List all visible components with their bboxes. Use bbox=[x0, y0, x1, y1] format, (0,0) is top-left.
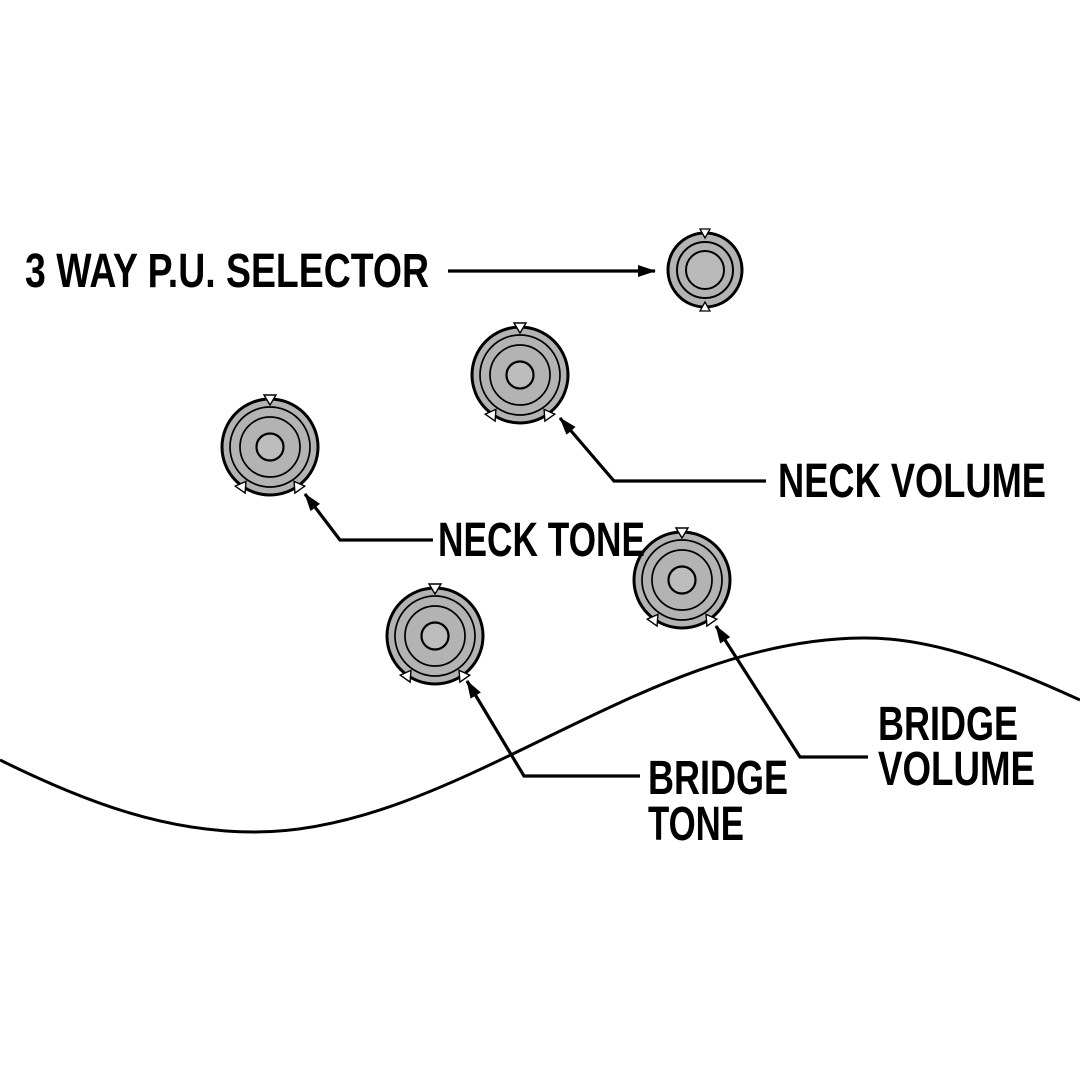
bridge-volume-knob bbox=[632, 526, 732, 630]
neck-volume-knob bbox=[470, 321, 570, 425]
bridge-volume-callout-arrow bbox=[714, 625, 868, 759]
bridge-tone-callout-arrow bbox=[465, 680, 640, 778]
selector-label: 3 WAY P.U. SELECTOR bbox=[25, 245, 429, 298]
neck-tone-label: NECK TONE bbox=[438, 514, 645, 567]
neck-volume-callout-arrow bbox=[558, 416, 766, 483]
bridge-volume-label-line1: BRIDGE bbox=[878, 698, 1018, 751]
bridge-tone-label-line2: TONE bbox=[648, 798, 744, 851]
3-way-pickup-selector-switch bbox=[666, 227, 744, 313]
neck-tone-callout-arrow bbox=[303, 493, 433, 542]
guitar-body-outline bbox=[0, 636, 1080, 834]
neck-tone-knob bbox=[220, 393, 320, 497]
bridge-volume-label-line2: VOLUME bbox=[878, 743, 1035, 796]
bridge-tone-knob bbox=[385, 582, 485, 686]
bridge-tone-label-line1: BRIDGE bbox=[648, 752, 788, 805]
neck-volume-label: NECK VOLUME bbox=[778, 455, 1046, 508]
